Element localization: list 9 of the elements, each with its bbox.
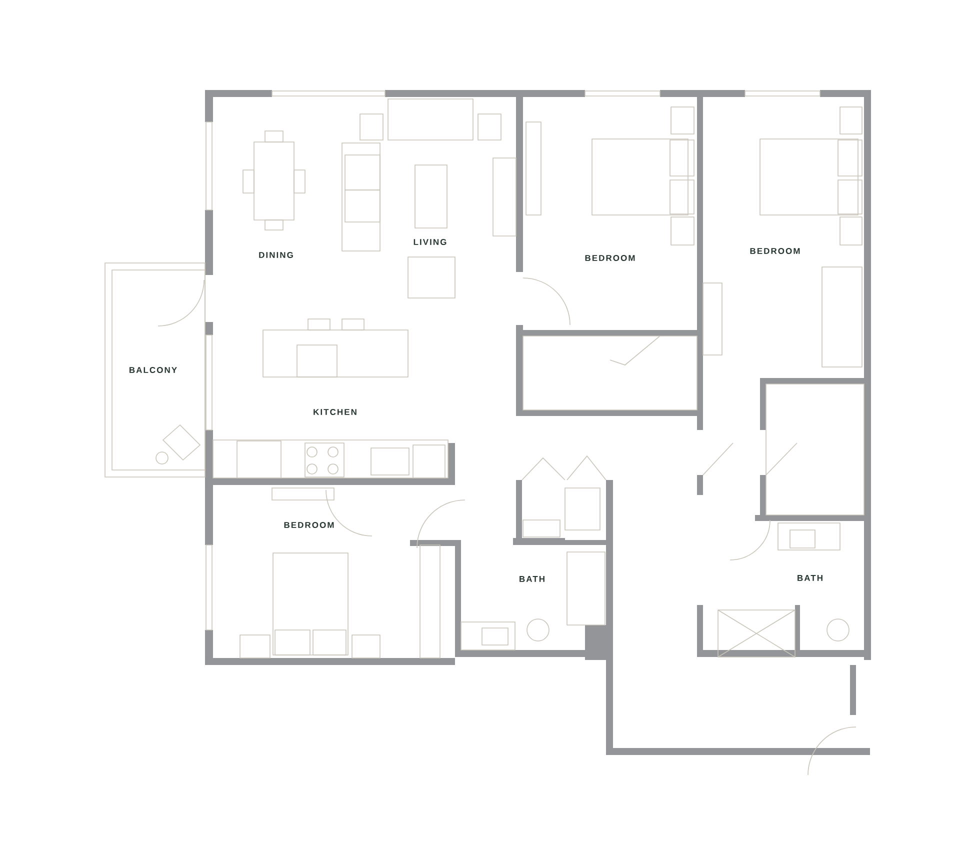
room-label: LIVING: [414, 239, 446, 245]
room-label: BEDROOM: [585, 255, 635, 261]
room-label: BATH: [520, 576, 544, 582]
room-label: BEDROOM: [284, 522, 334, 528]
room-label: BALCONY: [130, 366, 177, 373]
room-label: BATH: [798, 575, 822, 581]
room-label: BEDROOM: [750, 248, 800, 254]
room-label: DINING: [259, 252, 293, 258]
room-label: KITCHEN: [314, 408, 356, 415]
